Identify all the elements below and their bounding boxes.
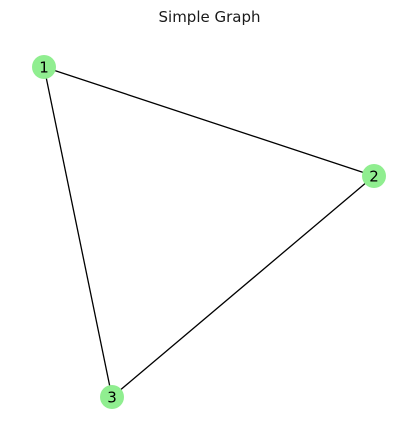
edge-1-2 [43, 66, 375, 177]
node-1: 1 [32, 55, 56, 79]
edges-group [43, 66, 375, 398]
nodes-group: 1 2 3 [32, 55, 386, 409]
node-label: 3 [107, 389, 117, 407]
node-circle [362, 164, 386, 188]
diagram-title: Simple Graph [158, 8, 261, 26]
node-label: 1 [39, 59, 49, 77]
node-2: 2 [362, 164, 386, 188]
edge-1-3 [43, 66, 113, 398]
node-circle [100, 385, 124, 409]
node-circle [32, 55, 56, 79]
node-label: 2 [369, 168, 379, 186]
node-3: 3 [100, 385, 124, 409]
edge-2-3 [111, 175, 375, 398]
